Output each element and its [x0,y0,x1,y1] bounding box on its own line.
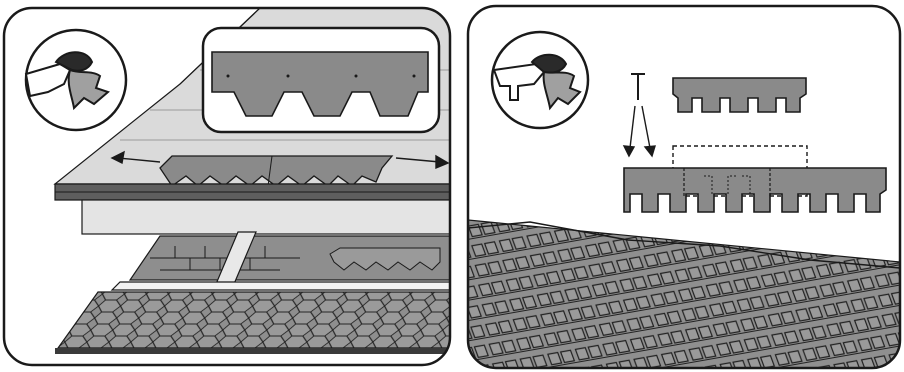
left-panel [4,8,450,365]
shingle-inset-box [203,28,439,132]
shingle-strip-icon [212,52,428,116]
peeling-backing-icon [26,30,126,130]
finished-shingle-field [58,292,450,348]
starter-shingle-strip [160,156,392,186]
right-panel [468,6,900,368]
fascia-board [82,200,450,234]
peeling-backing-icon [492,32,588,128]
